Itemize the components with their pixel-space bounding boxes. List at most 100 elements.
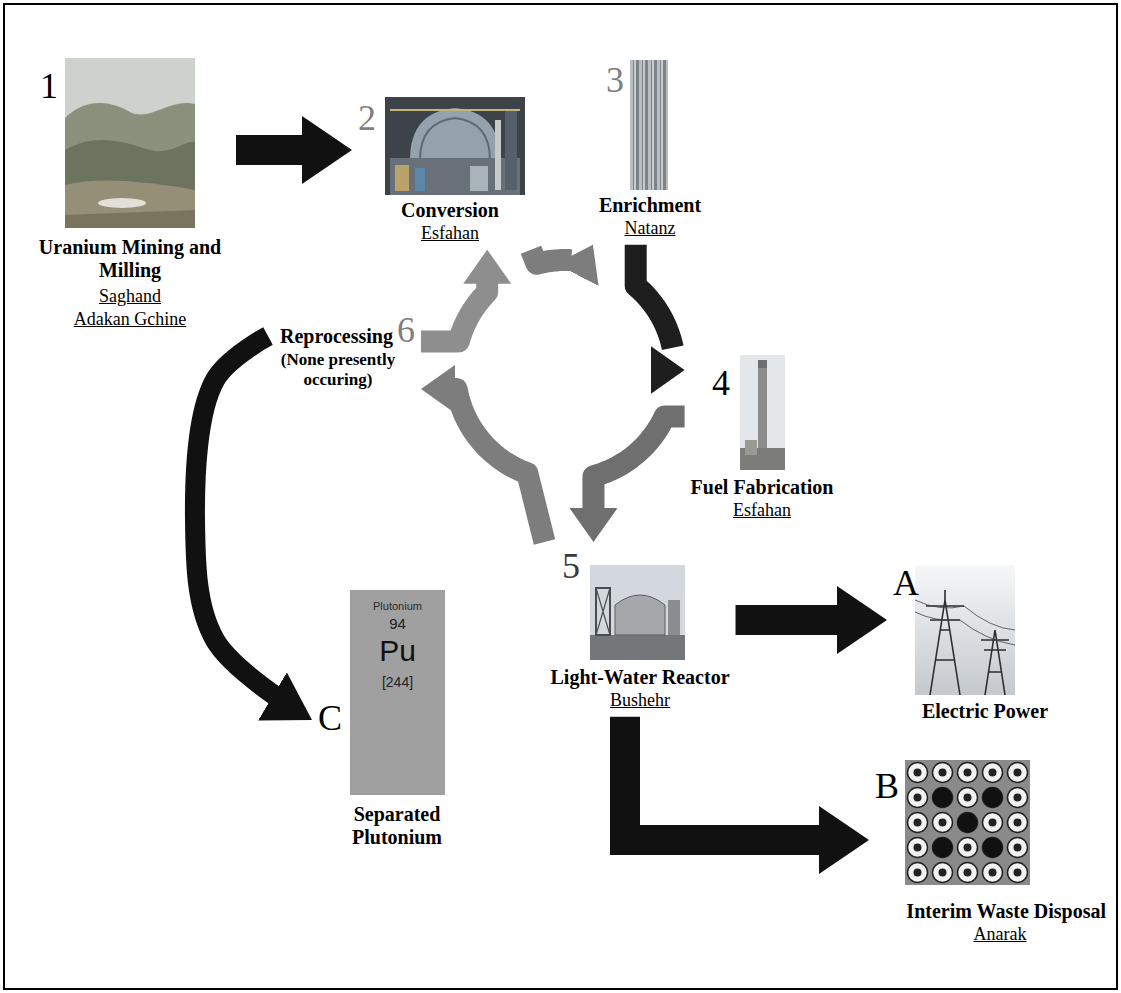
fuel-plant-photo bbox=[740, 355, 785, 470]
flow-arrow bbox=[736, 605, 887, 635]
flow-arrow bbox=[593, 416, 684, 542]
output-node: A Electric Power bbox=[887, 559, 1054, 729]
reactor-photo bbox=[596, 588, 610, 635]
site-name: Adakan Gchine bbox=[74, 309, 186, 330]
stage-number: 2 bbox=[358, 100, 376, 136]
reactor-photo bbox=[596, 588, 610, 635]
atomic-mass: [244] bbox=[382, 674, 413, 690]
power-line-photo bbox=[915, 600, 1015, 645]
conversion-photo bbox=[505, 110, 517, 190]
reactor-photo bbox=[590, 565, 685, 660]
stage-node: 1Uranium Mining and MillingSaghandAdakan… bbox=[24, 52, 236, 336]
output-node: B Interim Waste DisposalAnarak bbox=[869, 754, 1112, 951]
power-line-photo bbox=[915, 565, 1015, 695]
mining-photo bbox=[65, 140, 195, 228]
element-symbol: Pu bbox=[379, 634, 416, 669]
centrifuge-photo bbox=[651, 60, 657, 190]
flow-arrow bbox=[421, 250, 487, 342]
centrifuge-photo bbox=[634, 60, 636, 190]
fuel-plant-photo bbox=[740, 355, 785, 470]
centrifuge-photo bbox=[630, 60, 668, 190]
stage-node: 3EnrichmentNatanz bbox=[593, 54, 707, 245]
site-name: Anarak bbox=[974, 924, 1027, 945]
stage-node: 4Fuel FabricationEsfahan bbox=[685, 349, 840, 527]
fuel-plant-photo bbox=[758, 360, 767, 368]
mining-photo bbox=[65, 181, 195, 228]
flow-arrow bbox=[636, 245, 685, 370]
conversion-photo bbox=[385, 97, 525, 195]
status-note: (None presently occuring) bbox=[274, 350, 402, 389]
stage-label: Fuel Fabrication bbox=[691, 476, 834, 499]
site-name: Esfahan bbox=[733, 500, 791, 521]
fuel-storage-photo bbox=[933, 838, 953, 858]
element-name: Plutonium bbox=[373, 600, 422, 613]
centrifuge-photo bbox=[635, 60, 662, 190]
conversion-photo bbox=[415, 168, 425, 191]
stage-number: 5 bbox=[562, 548, 580, 584]
conversion-photo bbox=[420, 118, 490, 160]
power-line-photo bbox=[926, 590, 1009, 695]
stage-number: 1 bbox=[40, 68, 58, 104]
conversion-photo bbox=[395, 165, 409, 191]
stage-number: 3 bbox=[606, 62, 624, 98]
fuel-plant-photo bbox=[745, 440, 757, 455]
output-label: Interim Waste Disposal bbox=[906, 900, 1106, 923]
power-line-photo bbox=[915, 612, 1015, 645]
conversion-photo bbox=[410, 108, 500, 160]
conversion-photo bbox=[385, 97, 525, 195]
centrifuge-photo bbox=[633, 60, 639, 190]
mining-photo bbox=[65, 58, 195, 228]
fuel-storage-photo bbox=[905, 760, 1030, 885]
reactor-photo bbox=[590, 635, 685, 660]
stage-label: Light-Water Reactor bbox=[550, 666, 729, 689]
atomic-number: 94 bbox=[389, 615, 406, 632]
frame-border bbox=[4, 4, 1117, 989]
conversion-photo bbox=[470, 166, 488, 191]
conversion-photo bbox=[495, 120, 501, 190]
flow-arrow bbox=[625, 717, 869, 840]
reactor-photo bbox=[668, 600, 680, 635]
centrifuge-photo bbox=[661, 60, 663, 190]
output-letter: B bbox=[875, 768, 899, 804]
fuel-storage-photo bbox=[905, 760, 1030, 885]
stage-node: 2ConversionEsfahan bbox=[352, 91, 531, 250]
mining-photo bbox=[65, 103, 195, 228]
power-line-photo bbox=[915, 565, 1015, 695]
fuel-storage-photo bbox=[983, 838, 1003, 858]
stage-label: Enrichment bbox=[599, 194, 701, 217]
site-name: Bushehr bbox=[610, 690, 670, 711]
power-line-photo bbox=[915, 600, 1015, 630]
flow-arrow bbox=[531, 245, 593, 264]
fuel-plant-photo bbox=[758, 360, 767, 458]
reactor-photo bbox=[615, 595, 665, 635]
conversion-photo bbox=[390, 109, 520, 111]
centrifuge-photo bbox=[652, 60, 654, 190]
flow-arrow bbox=[195, 336, 312, 720]
fuel-storage-photo bbox=[933, 788, 953, 808]
site-name: Saghand bbox=[99, 286, 161, 307]
flow-arrow bbox=[421, 389, 545, 542]
reactor-photo bbox=[590, 565, 685, 660]
site-name: Natanz bbox=[625, 218, 676, 239]
fuel-storage-photo bbox=[983, 788, 1003, 808]
stage-label: Reprocessing bbox=[280, 325, 393, 348]
fuel-storage-photo bbox=[958, 813, 978, 833]
centrifuge-photo bbox=[660, 60, 666, 190]
site-name: Esfahan bbox=[421, 223, 479, 244]
output-letter: C bbox=[318, 700, 342, 736]
output-letter: A bbox=[893, 565, 919, 601]
output-label: Electric Power bbox=[922, 700, 1048, 723]
output-label: Separated Plutonium bbox=[337, 803, 457, 849]
flow-arrow bbox=[236, 135, 352, 165]
stage-label: Uranium Mining and Milling bbox=[30, 236, 230, 282]
stage-number: 4 bbox=[712, 365, 730, 401]
centrifuge-photo bbox=[642, 60, 648, 190]
mining-photo bbox=[65, 58, 195, 228]
output-node: C Separated Plutonium Plutonium 94Pu [244] bbox=[312, 584, 463, 855]
mining-photo bbox=[98, 198, 146, 208]
centrifuge-photo bbox=[630, 60, 668, 190]
stage-label: Conversion bbox=[401, 199, 499, 222]
mining-photo bbox=[65, 210, 195, 228]
